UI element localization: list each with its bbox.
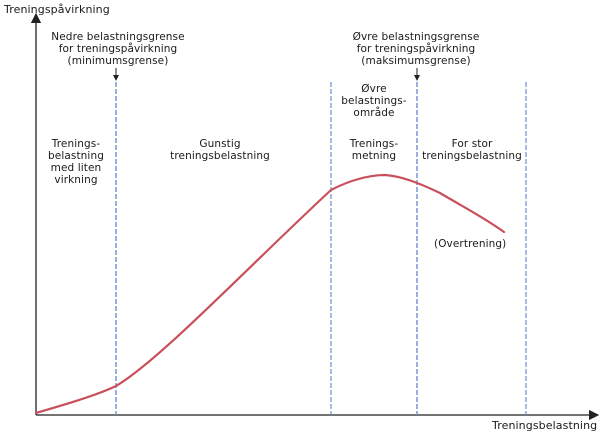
zone-label-favorable: Gunstig treningsbelastning — [170, 138, 270, 162]
x-axis-label: Treningsbelastning — [492, 419, 598, 432]
y-axis-label: Treningspåvirkning — [4, 3, 110, 16]
upper-threshold-annotation: Øvre belastningsgrense for treningspåvir… — [352, 31, 480, 67]
training-effect-curve — [34, 173, 506, 415]
zone-label-low: Trenings- belastning med liten virkning — [48, 138, 104, 186]
zone-label-saturation: Trenings- metning — [349, 138, 399, 162]
zone-label-upper-area: Øvre belastnings- område — [341, 83, 407, 119]
zone-label-too-high: For stor treningsbelastning — [422, 138, 522, 162]
lower-threshold-annotation: Nedre belastningsgrense for treningspåvi… — [51, 31, 185, 67]
overtraining-label: (Overtrening) — [434, 238, 507, 250]
